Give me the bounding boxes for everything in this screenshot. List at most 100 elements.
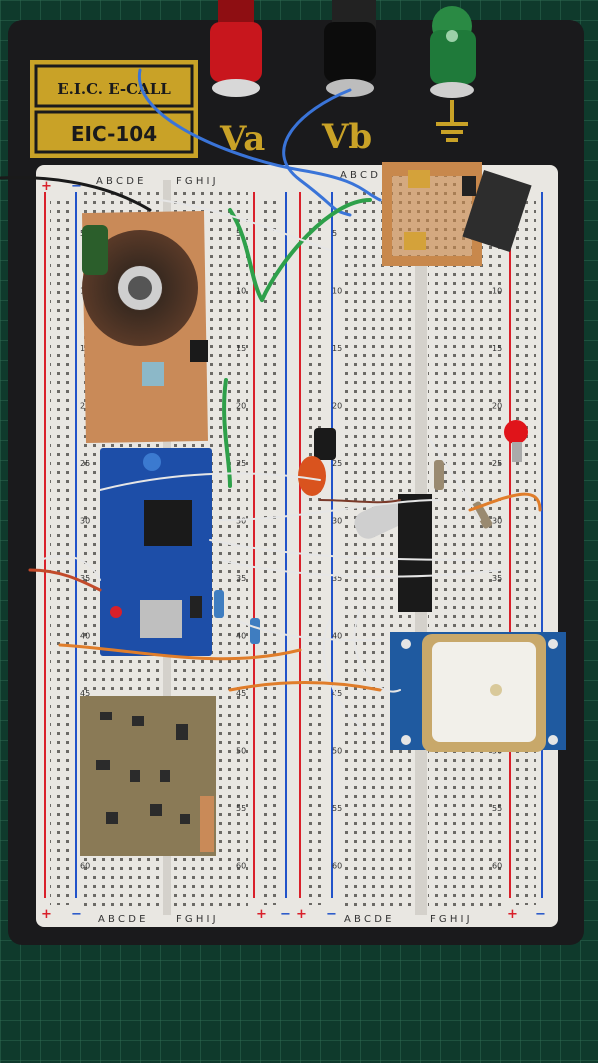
dds-module [100, 448, 212, 656]
column-letters-bottom-right: F G H I J [176, 914, 216, 925]
microcontroller [398, 494, 432, 612]
rail-minus-right-bottom: − [535, 907, 546, 922]
rail-plus-mid2-bottom: + [296, 907, 307, 922]
terminal-label-va: Va [219, 119, 265, 159]
row-number-mid-60: 60 [236, 862, 246, 871]
row-number-right-15: 15 [492, 344, 502, 353]
small-ic [190, 340, 208, 362]
row-number-mid-45: 45 [236, 689, 246, 698]
jumper-wire [228, 208, 264, 302]
row-number-right-60: 60 [492, 862, 502, 871]
row-number-mid2-45: 45 [332, 689, 342, 698]
row-number-right-10: 10 [492, 287, 502, 296]
jumper-wire [322, 619, 381, 741]
row-number-mid-50: 50 [236, 747, 246, 756]
column-letters-top-left-2: A B C D E [340, 170, 387, 181]
row-number-mid-55: 55 [236, 804, 246, 813]
gps-module [390, 632, 566, 752]
jumper-wire [429, 439, 481, 521]
jumper-wires [0, 68, 542, 741]
row-number-left-25: 25 [80, 459, 90, 468]
green-terminal [430, 6, 476, 98]
rail-plus-top: + [41, 179, 52, 194]
jumper-wire [260, 198, 372, 302]
jumper-wire [58, 643, 302, 661]
brand-label: E.I.C. E-CALL EIC-104 [30, 60, 198, 158]
jumper-wire [468, 492, 542, 512]
inductor [82, 225, 108, 275]
jumper-wire [222, 378, 232, 488]
column-letters-top-left: A B C D E [96, 176, 143, 187]
transistor [142, 362, 164, 386]
row-number-mid2-5: 5 [332, 229, 337, 238]
column-letters-bottom-right-2: F G H I J [430, 914, 470, 925]
column-letters-top-right: F G H I J [176, 176, 216, 187]
row-number-mid2-55: 55 [332, 804, 342, 813]
row-number-mid-35: 35 [236, 574, 246, 583]
row-number-left-35: 35 [80, 574, 90, 583]
row-number-left-30: 30 [80, 517, 90, 526]
jumper-wire [39, 555, 101, 581]
row-number-mid-30: 30 [236, 517, 246, 526]
jumper-wire [219, 499, 441, 521]
row-number-mid2-20: 20 [332, 402, 342, 411]
row-number-right-30: 30 [492, 517, 502, 526]
row-number-mid2-25: 25 [332, 459, 342, 468]
row-number-mid2-35: 35 [332, 574, 342, 583]
crystal [354, 499, 406, 539]
row-number-left-40: 40 [80, 632, 90, 641]
bottom-pcb [80, 696, 216, 856]
row-number-mid2-10: 10 [332, 287, 342, 296]
power-rails [44, 192, 543, 898]
row-number-mid-10: 10 [236, 287, 246, 296]
row-number-mid-15: 15 [236, 344, 246, 353]
jumper-wire [99, 472, 321, 491]
rail-minus-top: − [71, 179, 82, 194]
toroid-coil [82, 230, 198, 346]
terminal-label-vb: Vb [321, 117, 372, 157]
row-number-right-55: 55 [492, 804, 502, 813]
row-number-left-45: 45 [80, 689, 90, 698]
brand-text: E.I.C. E-CALL [57, 80, 171, 98]
column-letters-bottom-left-2: A B C D E [344, 914, 391, 925]
model-text: EIC-104 [71, 122, 157, 146]
rail-minus-mid-bottom: − [280, 907, 291, 922]
jumper-wire [137, 68, 382, 202]
row-number-mid-5: 5 [236, 229, 241, 238]
electrolytic-capacitor [314, 428, 336, 460]
row-number-mid2-40: 40 [332, 632, 342, 641]
jumper-wire [159, 199, 331, 251]
column-letters-bottom-left: A B C D E [98, 914, 145, 925]
row-number-mid-40: 40 [236, 632, 246, 641]
row-number-mid2-60: 60 [332, 862, 342, 871]
row-number-left-60: 60 [80, 862, 90, 871]
jumper-wire [235, 619, 381, 641]
red-terminal [210, 0, 262, 97]
rail-plus-right-bottom: + [507, 907, 518, 922]
tantalum-capacitor [298, 456, 326, 496]
jumper-wire [219, 559, 501, 578]
row-number-left-20: 20 [80, 402, 90, 411]
jumper-wire [0, 176, 152, 212]
led-legs [512, 442, 522, 462]
row-number-mid2-15: 15 [332, 344, 342, 353]
rail-plus-bottom: + [41, 907, 52, 922]
voltage-regulator [462, 169, 532, 253]
rail-plus-mid-bottom: + [256, 907, 267, 922]
row-number-right-20: 20 [492, 402, 502, 411]
red-led [504, 420, 528, 444]
stripboard [382, 162, 482, 266]
jumper-wire [353, 609, 401, 693]
row-number-right-25: 25 [492, 459, 502, 468]
row-number-mid-25: 25 [236, 459, 246, 468]
row-number-mid2-30: 30 [332, 517, 342, 526]
black-terminal [324, 0, 376, 97]
jumper-wire [28, 568, 102, 592]
jumper-wire [209, 539, 481, 561]
row-number-right-35: 35 [492, 574, 502, 583]
rail-minus-bottom: − [71, 907, 82, 922]
rail-minus-mid2-bottom: − [326, 907, 337, 922]
ground-symbol-icon [436, 100, 468, 142]
row-number-mid2-50: 50 [332, 747, 342, 756]
jumper-wire [319, 499, 401, 504]
